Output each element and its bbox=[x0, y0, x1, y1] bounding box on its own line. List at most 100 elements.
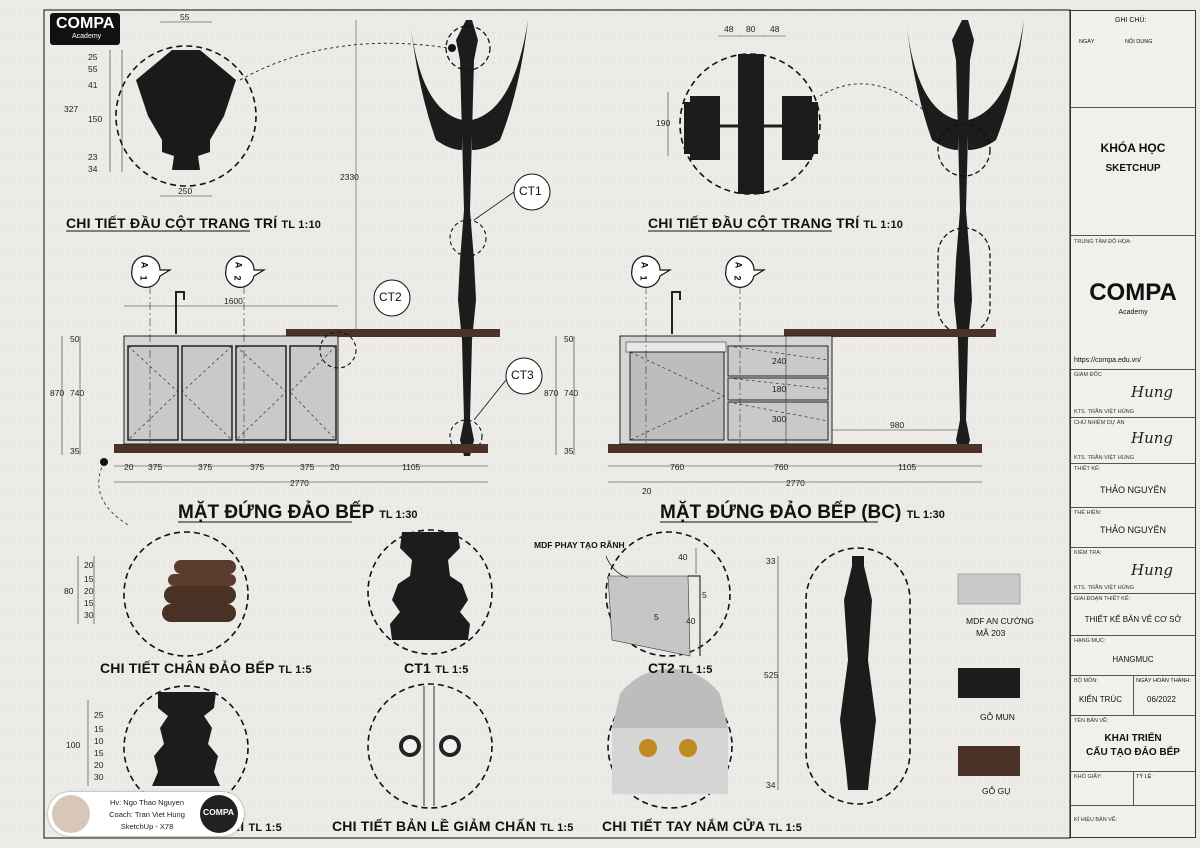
dim-ct2-c: 5 bbox=[654, 612, 659, 622]
tb-chu-nhiem-name: KTS. TRẦN VIỆT HÙNG bbox=[1074, 455, 1135, 461]
dim-elev1-mid: 740 bbox=[70, 388, 85, 398]
tb-ngay-ht-label: NGÀY HOÀN THÀNH: bbox=[1136, 678, 1191, 684]
mat-mun-name: GỖ MUN bbox=[980, 712, 1015, 722]
tb-kho-giay: KHỔ GIẤY: TỶ LỆ: bbox=[1071, 771, 1195, 806]
dim-head1-v1: 55 bbox=[88, 64, 98, 74]
dim-ct3-v1: 15 bbox=[94, 724, 104, 734]
marker-4-num: 2 bbox=[732, 275, 743, 281]
tb-ngay-label: NGÀY bbox=[1079, 39, 1095, 45]
callout-ct3: CT3 bbox=[511, 368, 534, 382]
dim-head1-v2: 41 bbox=[88, 80, 98, 90]
dim-elev2-total: 870 bbox=[544, 388, 559, 398]
logo-sub: Academy bbox=[72, 33, 102, 40]
callout-ct2: CT2 bbox=[379, 290, 402, 304]
dim-elev1-b2: 375 bbox=[198, 462, 213, 472]
dim-chan-v4: 30 bbox=[84, 610, 94, 620]
tb-ty-le-label: TỶ LỆ: bbox=[1136, 774, 1153, 780]
tb-kiem-tra-name: KTS. TRẦN VIỆT HÙNG bbox=[1074, 585, 1135, 591]
student-badge: Hv: Ngo Thao Nguyen Coach: Tran Viet Hun… bbox=[48, 792, 244, 836]
detail-ct2 bbox=[605, 531, 731, 657]
title-ban-le: CHI TIẾT BẢN LỀ GIẢM CHẤN TL 1:5 bbox=[332, 818, 574, 834]
dim-elev1-b1: 375 bbox=[148, 462, 163, 472]
tb-thiet-ke: THIẾT KẾ: THẢO NGUYÊN bbox=[1071, 463, 1195, 508]
student-coach: Coach: Tran Viet Hung bbox=[109, 810, 185, 819]
tb-the-hien: THỂ HIỆN: THẢO NGUYÊN bbox=[1071, 507, 1195, 548]
tb-ghi-chu-label: GHI CHÚ: bbox=[1115, 17, 1147, 24]
dim-head2-top1: 80 bbox=[746, 24, 756, 34]
student-name: Hv: Ngo Thao Nguyen bbox=[109, 798, 185, 807]
student-avatar bbox=[52, 795, 90, 833]
dim-elev1-b3: 375 bbox=[250, 462, 265, 472]
tb-ki-hieu-label: KÍ HIỆU BẢN VẼ: bbox=[1074, 817, 1118, 823]
dim-elev1-top: 50 bbox=[70, 334, 80, 344]
tb-thiet-ke-label: THIẾT KẾ: bbox=[1074, 466, 1101, 472]
marker-3-num: 1 bbox=[638, 275, 649, 281]
callout-ct1: CT1 bbox=[519, 184, 542, 198]
dim-head1-top: 55 bbox=[180, 12, 190, 22]
tb-ten-ban-ve: TÊN BẢN VẼ: KHAI TRIỂN CẤU TẠO ĐẢO BẾP bbox=[1071, 715, 1195, 772]
tb-logo-brand: COMPA bbox=[1089, 279, 1177, 306]
dim-head1-total: 327 bbox=[64, 104, 79, 114]
dim-elev2-top: 50 bbox=[564, 334, 574, 344]
marker-3-letter: A bbox=[639, 261, 650, 269]
dim-head2-top2: 48 bbox=[770, 24, 780, 34]
elevation-2 bbox=[555, 255, 996, 483]
tb-url: https://compa.edu.vn/ bbox=[1074, 357, 1141, 364]
dim-chan-total: 80 bbox=[64, 586, 74, 596]
head-detail-2 bbox=[667, 35, 954, 195]
tb-course-2: SKETCHUP bbox=[1105, 163, 1161, 174]
title-underlines bbox=[66, 230, 878, 523]
material-swatches bbox=[957, 573, 1021, 776]
detail-leg bbox=[777, 547, 911, 805]
dim-ct2-b: 5 bbox=[702, 590, 707, 600]
tb-thiet-ke-name: THẢO NGUYÊN bbox=[1099, 485, 1166, 495]
tb-giam-doc-name: KTS. TRẦN VIỆT HÙNG bbox=[1074, 409, 1135, 415]
tb-giai-doan-val: THIẾT KẾ BẢN VẼ CƠ SỞ bbox=[1084, 615, 1182, 624]
marker-1-letter: A bbox=[139, 261, 150, 269]
tb-the-hien-name: THẢO NGUYÊN bbox=[1099, 525, 1166, 535]
tb-ten-ban-ve-1: KHAI TRIỂN bbox=[1104, 733, 1162, 744]
tb-kiem-tra-label: KIỂM TRA: bbox=[1074, 550, 1102, 556]
tb-giai-doan: GIAI ĐOẠN THIẾT KẾ: THIẾT KẾ BẢN VẼ CƠ S… bbox=[1071, 593, 1195, 636]
tb-bo-mon-val: KIẾN TRÚC bbox=[1079, 695, 1122, 704]
mat-mdf-name: MDF AN CƯỜNG bbox=[966, 616, 1034, 626]
marker-4-letter: A bbox=[733, 261, 744, 269]
tb-course: KHÓA HỌC SKETCHUP bbox=[1071, 107, 1195, 236]
dim-ct3-v2: 10 bbox=[94, 736, 104, 746]
detail-ct1 bbox=[367, 529, 493, 655]
tb-trung-tam: TRUNG TÂM ĐỒ HỌA: bbox=[1074, 239, 1132, 245]
mat-mdf-code: MÃ 203 bbox=[976, 628, 1006, 638]
dim-head2-side: 190 bbox=[656, 118, 671, 128]
marker-1-num: 1 bbox=[138, 275, 149, 281]
dim-ct2-d: 40 bbox=[686, 616, 696, 626]
head-detail-1 bbox=[109, 21, 456, 197]
section-markers-1 bbox=[131, 255, 267, 288]
dim-ct3-v0: 25 bbox=[94, 710, 104, 720]
title-mat-dung: MẶT ĐỨNG ĐẢO BẾP TL 1:30 bbox=[178, 502, 418, 523]
dim-ct3-total: 100 bbox=[66, 740, 81, 750]
title-tay-nam: CHI TIẾT TAY NẮM CỬA TL 1:5 bbox=[602, 818, 803, 834]
dim-elev2-d2: 300 bbox=[772, 414, 787, 424]
title-dau-cot-2: CHI TIẾT ĐẦU CỘT TRANG TRÍ TL 1:10 bbox=[648, 215, 904, 231]
tb-signature-3: Hung bbox=[1131, 561, 1174, 579]
tb-ghi-chu: GHI CHÚ: NGÀY NỘI DUNG bbox=[1071, 11, 1195, 108]
dim-elev1-width: 1600 bbox=[224, 296, 243, 306]
tb-bo-mon-label: BỘ MÔN: bbox=[1074, 678, 1098, 684]
tb-center: TRUNG TÂM ĐỒ HỌA: COMPA Academy https://… bbox=[1071, 235, 1195, 370]
dim-elev1-b4: 375 bbox=[300, 462, 315, 472]
dim-elev1-b6: 1105 bbox=[402, 462, 421, 472]
student-logo-brand: COMPA bbox=[203, 807, 235, 817]
tb-giai-doan-label: GIAI ĐOẠN THIẾT KẾ: bbox=[1074, 596, 1131, 602]
dim-head1-v0: 25 bbox=[88, 52, 98, 62]
dim-elev1-b5: 20 bbox=[330, 462, 340, 472]
title-dau-cot-1: CHI TIẾT ĐẦU CỘT TRANG TRÍ TL 1:10 bbox=[66, 215, 322, 231]
tb-giam-doc-label: GIÁM ĐỐC bbox=[1074, 372, 1102, 378]
dim-col-h: 2330 bbox=[340, 172, 359, 182]
tb-ki-hieu: KÍ HIỆU BẢN VẼ: bbox=[1071, 805, 1195, 837]
dim-head2-top0: 48 bbox=[724, 24, 734, 34]
detail-chan-dao bbox=[77, 531, 249, 657]
tb-giam-doc: GIÁM ĐỐC Hung KTS. TRẦN VIỆT HÙNG bbox=[1071, 369, 1195, 418]
dim-ct3-v3: 15 bbox=[94, 748, 104, 758]
dim-chan-v2: 20 bbox=[84, 586, 94, 596]
